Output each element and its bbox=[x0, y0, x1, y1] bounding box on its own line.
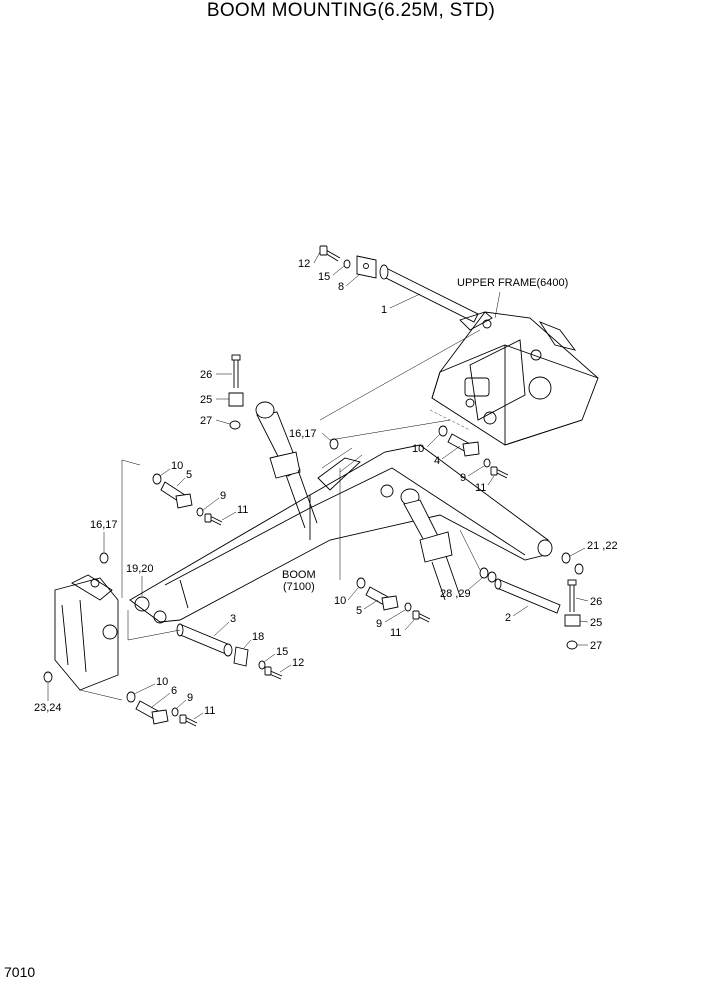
callout-27b: 27 bbox=[590, 640, 602, 652]
shim-16-17b bbox=[99, 552, 109, 564]
callout-12b: 12 bbox=[292, 657, 304, 669]
callout-21-22: 21 ,22 bbox=[587, 540, 618, 552]
boom-ref-label: (7100) bbox=[283, 581, 315, 593]
bolt-12a bbox=[319, 245, 341, 262]
pin-group-b bbox=[438, 425, 509, 479]
callout-18: 18 bbox=[252, 631, 264, 643]
callout-16-17a: 16,17 bbox=[289, 428, 317, 440]
callout-3: 3 bbox=[230, 613, 236, 625]
bolt-12b bbox=[258, 660, 283, 680]
callout-23-24: 23,24 bbox=[34, 702, 62, 714]
boom-label: BOOM bbox=[282, 569, 316, 581]
callout-5b: 5 bbox=[356, 605, 362, 617]
upper-frame-label: UPPER FRAME(6400) bbox=[457, 277, 568, 289]
callout-9b: 9 bbox=[220, 490, 226, 502]
callout-8: 8 bbox=[338, 281, 344, 293]
plate-18 bbox=[233, 646, 249, 667]
callout-4: 4 bbox=[434, 455, 440, 467]
callout-1: 1 bbox=[381, 304, 387, 316]
callout-26a: 26 bbox=[200, 369, 212, 381]
boom-cylinder-right bbox=[400, 488, 461, 601]
lock-plate-8 bbox=[356, 255, 377, 279]
construction-lines bbox=[79, 329, 481, 701]
pin-group-c bbox=[356, 577, 431, 623]
callout-10c: 10 bbox=[334, 595, 346, 607]
pin-3 bbox=[176, 623, 233, 657]
callout-11a: 11 bbox=[475, 482, 486, 494]
bolt-26b bbox=[564, 579, 581, 650]
callout-19-20: 19,20 bbox=[126, 563, 154, 575]
upper-frame bbox=[429, 311, 599, 446]
washer-15a bbox=[343, 259, 351, 269]
callout-6: 6 bbox=[171, 685, 177, 697]
callout-26b: 26 bbox=[590, 596, 602, 608]
callout-27a: 27 bbox=[200, 415, 212, 427]
callout-16-17b: 16,17 bbox=[90, 519, 118, 531]
boom-body bbox=[129, 444, 553, 624]
bolt-26a bbox=[228, 354, 244, 430]
callout-9d: 9 bbox=[187, 692, 193, 704]
callout-2: 2 bbox=[505, 612, 511, 624]
callouts: 12 15 8 1 26 25 27 16,17 10 4 9 11 10 5 … bbox=[34, 251, 618, 720]
callout-9c: 9 bbox=[376, 618, 382, 630]
callout-11c: 11 bbox=[390, 627, 401, 639]
callout-15a: 15 bbox=[318, 271, 330, 283]
callout-28-29: 28 ,29 bbox=[440, 588, 471, 600]
page-title: BOOM MOUNTING(6.25M, STD) bbox=[206, 0, 496, 21]
pin-2 bbox=[479, 567, 561, 614]
pin-1 bbox=[379, 264, 479, 323]
arm-bracket bbox=[54, 574, 119, 691]
callout-11b: 11 bbox=[237, 504, 248, 516]
callout-12a: 12 bbox=[298, 258, 310, 270]
page-number: 7010 bbox=[4, 964, 36, 980]
shim-23-24 bbox=[43, 671, 53, 683]
callout-9a: 9 bbox=[460, 472, 466, 484]
callout-15b: 15 bbox=[276, 646, 288, 658]
callout-5a: 5 bbox=[186, 469, 192, 481]
callout-10d: 10 bbox=[156, 676, 168, 688]
shim-21-22b bbox=[574, 563, 584, 575]
shim-16-17a bbox=[329, 438, 339, 450]
shim-21-22 bbox=[561, 552, 571, 564]
boom-cylinder-left bbox=[255, 401, 318, 529]
callout-11d: 11 bbox=[204, 705, 215, 717]
callout-10a: 10 bbox=[412, 443, 424, 455]
callout-25a: 25 bbox=[200, 394, 212, 406]
callout-10b: 10 bbox=[171, 460, 183, 472]
pin-group-a bbox=[152, 473, 223, 526]
callout-25b: 25 bbox=[590, 617, 602, 629]
pin-group-d bbox=[126, 691, 198, 727]
